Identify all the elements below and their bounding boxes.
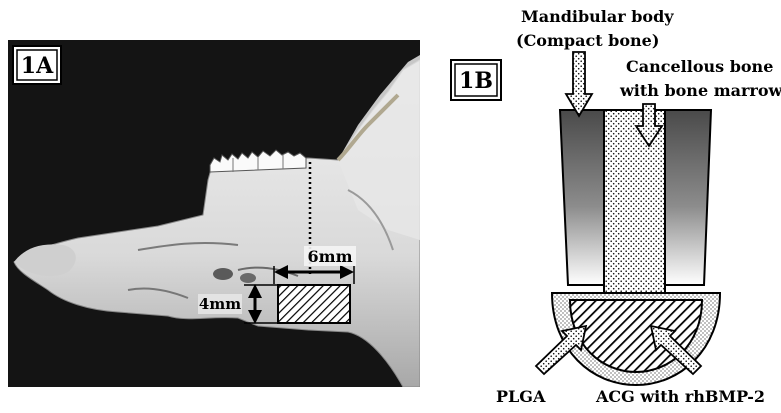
panel-1a-label: 1A bbox=[21, 53, 54, 79]
defect-hatched-area bbox=[278, 285, 350, 323]
cross-section-diagram: Mandibular body (Compact bone) Cancellou… bbox=[430, 0, 781, 409]
width-dimension-label: 6mm bbox=[308, 247, 353, 266]
mandibular-body-label-line1: Mandibular body bbox=[521, 7, 674, 26]
compact-bone-arrow bbox=[566, 52, 592, 116]
cancellous-bone-core bbox=[604, 110, 665, 302]
panel-1a-photo: 6mm 4mm 1A bbox=[8, 40, 420, 387]
mandibular-body-label-line2: (Compact bone) bbox=[516, 31, 659, 50]
acg-label: ACG with rhBMP-2 bbox=[595, 387, 765, 406]
panel-1b-label: 1B bbox=[459, 68, 493, 94]
mandible-photo-illustration: 6mm 4mm 1A bbox=[8, 40, 420, 387]
panel-1b-schematic: Mandibular body (Compact bone) Cancellou… bbox=[430, 0, 781, 409]
plga-label: PLGA bbox=[496, 387, 546, 406]
height-dimension-label: 4mm bbox=[199, 295, 241, 313]
cancellous-bone-label-line2: with bone marrow bbox=[619, 81, 781, 100]
cancellous-bone-label-line1: Cancellous bone bbox=[626, 57, 773, 76]
